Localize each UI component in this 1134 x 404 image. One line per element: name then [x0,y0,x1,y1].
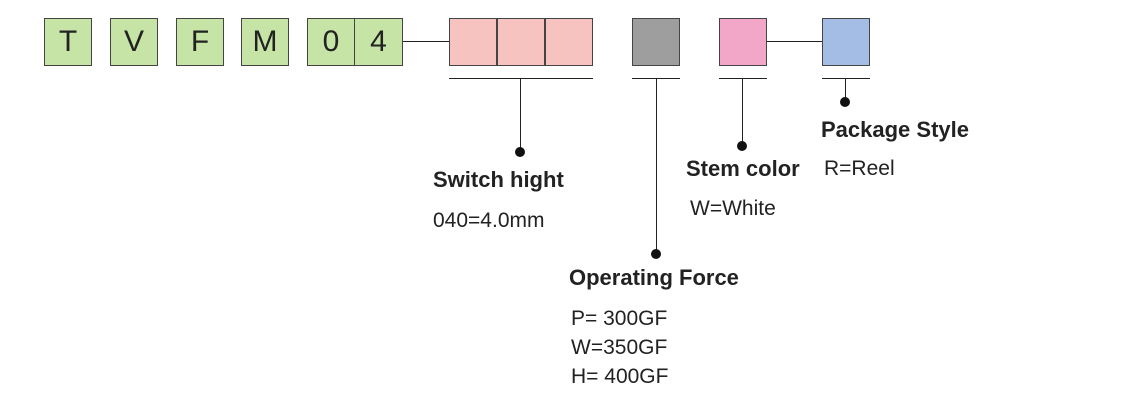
stem-color-box [719,18,767,66]
switch-height-dot [515,147,525,157]
operating-force-value-1: W=350GF [571,336,668,359]
stem-color-dot [737,141,747,151]
code-letter-0: 0 [307,18,355,66]
package-style-box [822,18,870,66]
switch-height-box-1 [449,18,497,66]
stem-color-title: Stem color [686,156,800,181]
package-style-title: Package Style [821,117,969,142]
switch-height-leader [520,78,521,152]
package-style-leader [845,78,846,102]
code-letter-f: F [176,18,224,66]
operating-force-value-2: H= 400GF [571,365,669,388]
operating-force-title: Operating Force [569,265,739,290]
stem-color-value-0: W=White [690,197,776,220]
operating-force-value-0: P= 300GF [571,307,668,330]
stem-color-leader [742,78,743,146]
switch-height-box-2 [497,18,545,66]
package-style-value-0: R=Reel [824,157,895,180]
code-letter-4: 4 [354,18,403,66]
connector-stem-package [767,41,822,42]
code-letter-m: M [241,18,289,66]
switch-height-title: Switch hight [433,167,564,192]
connector-prefix-height [403,41,449,42]
operating-force-leader [656,78,657,254]
code-letter-v: V [110,18,158,66]
code-letter-t: T [44,18,92,66]
stem-color-underline [719,78,767,79]
package-style-underline [822,78,870,79]
package-style-dot [840,97,850,107]
operating-force-box [632,18,680,66]
switch-height-value-0: 040=4.0mm [433,209,545,232]
switch-height-underline [449,78,593,79]
switch-height-box-3 [545,18,593,66]
operating-force-dot [651,249,661,259]
